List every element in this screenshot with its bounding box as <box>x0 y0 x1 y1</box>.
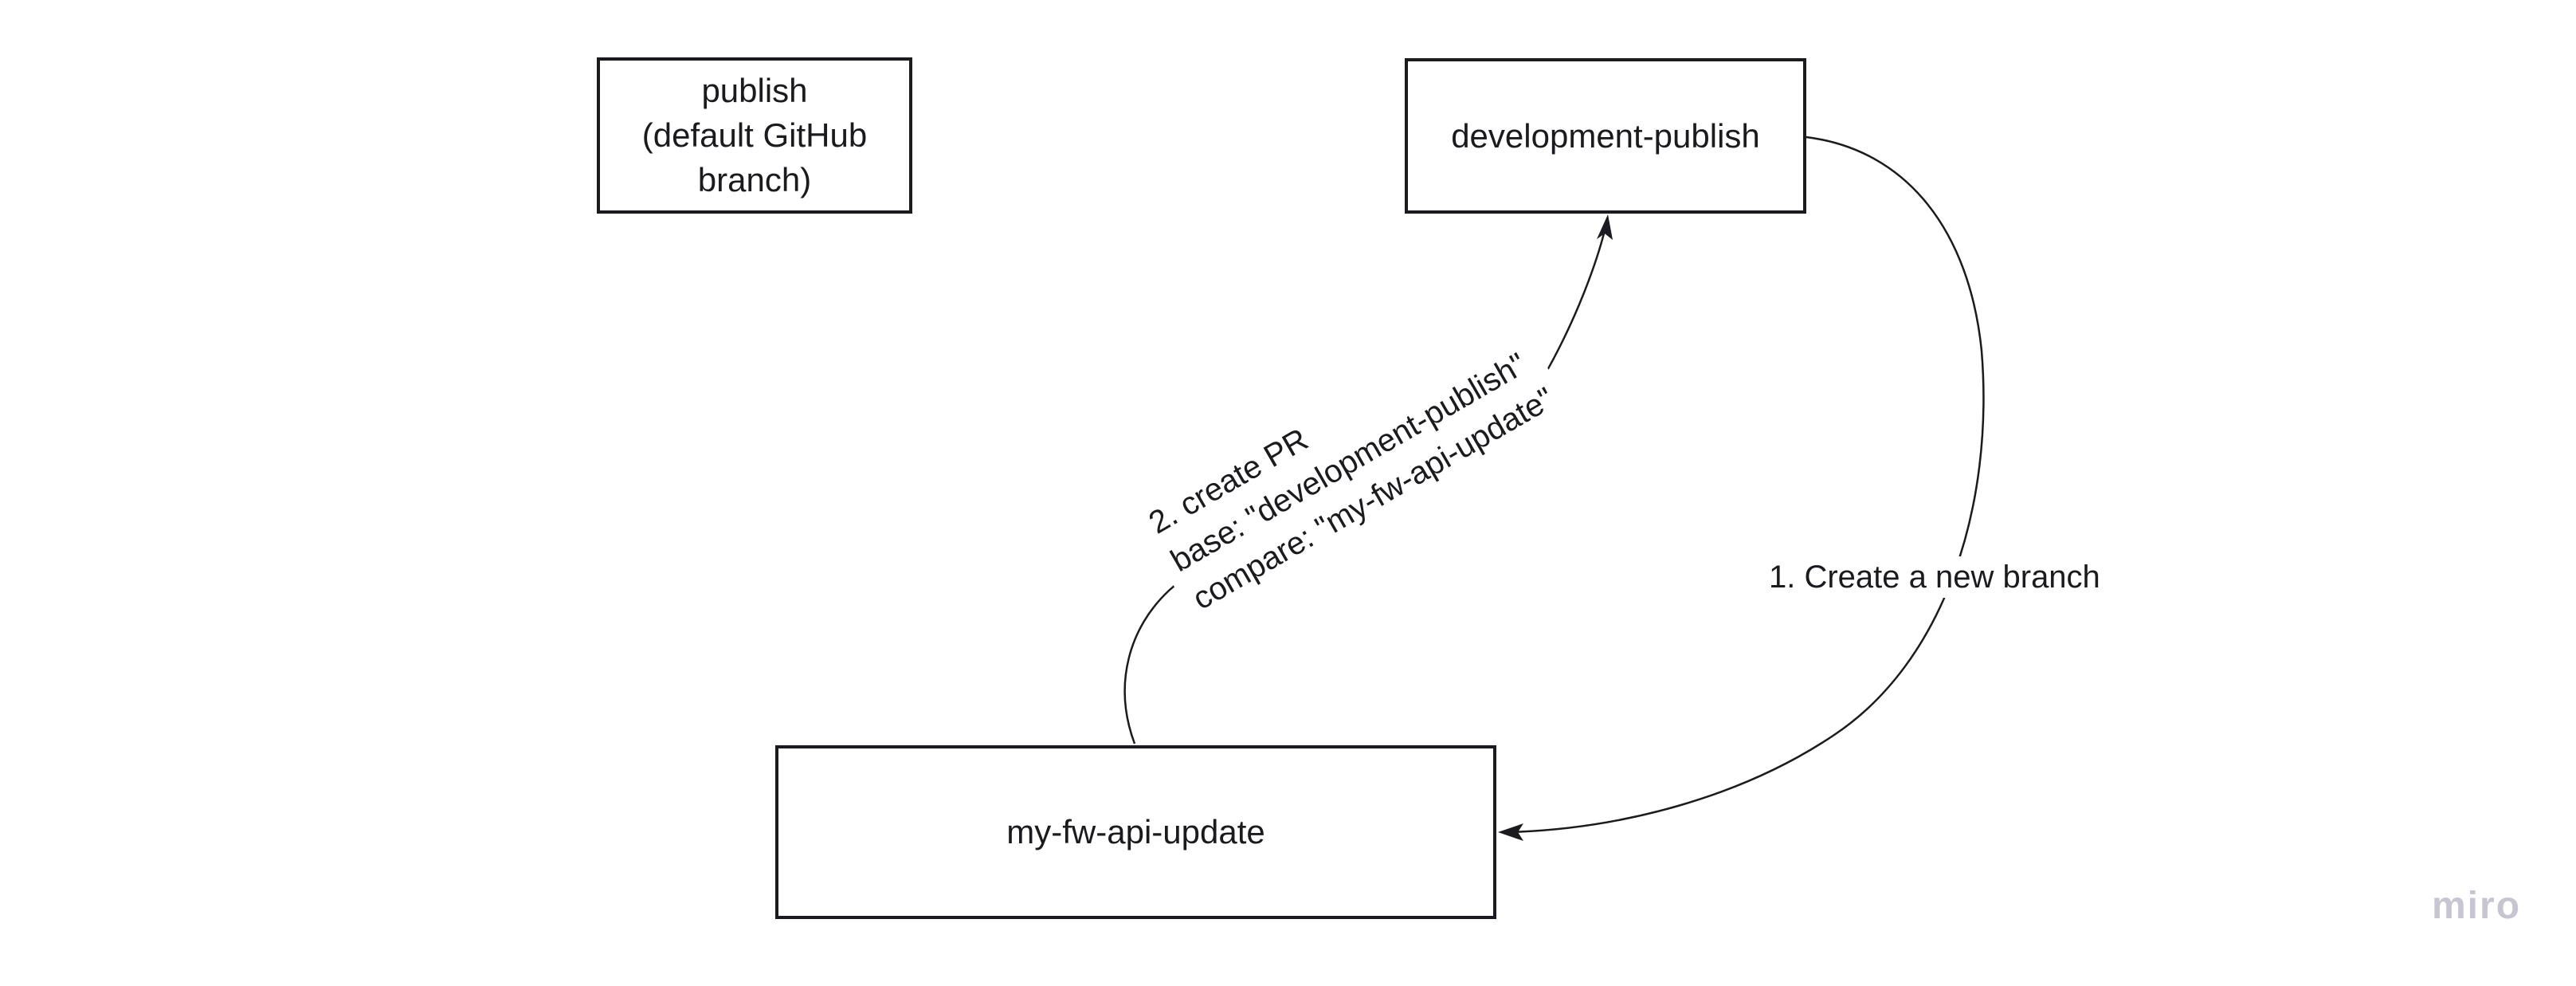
shape-my-fw-api-update-label: my-fw-api-update <box>1006 813 1265 850</box>
connector-create-new-branch-line[interactable] <box>1508 136 1985 834</box>
shape-publish-label-line1: publish <box>701 72 808 109</box>
shape-my-fw-api-update[interactable]: my-fw-api-update <box>775 745 1496 919</box>
shape-publish-default-branch[interactable]: publish (default GitHub branch) <box>597 57 912 214</box>
connector-label-create-new-branch[interactable]: 1. Create a new branch <box>1759 556 2110 598</box>
connector-create-new-branch-arrowhead[interactable] <box>1498 823 1523 841</box>
miro-watermark-logo: miro <box>2432 885 2522 927</box>
shape-development-publish[interactable]: development-publish <box>1405 58 1806 214</box>
shape-development-publish-label: development-publish <box>1451 116 1760 155</box>
shape-publish-label-line2: (default GitHub branch) <box>641 116 868 198</box>
connector-create-pr-arrowhead[interactable] <box>1597 214 1613 240</box>
